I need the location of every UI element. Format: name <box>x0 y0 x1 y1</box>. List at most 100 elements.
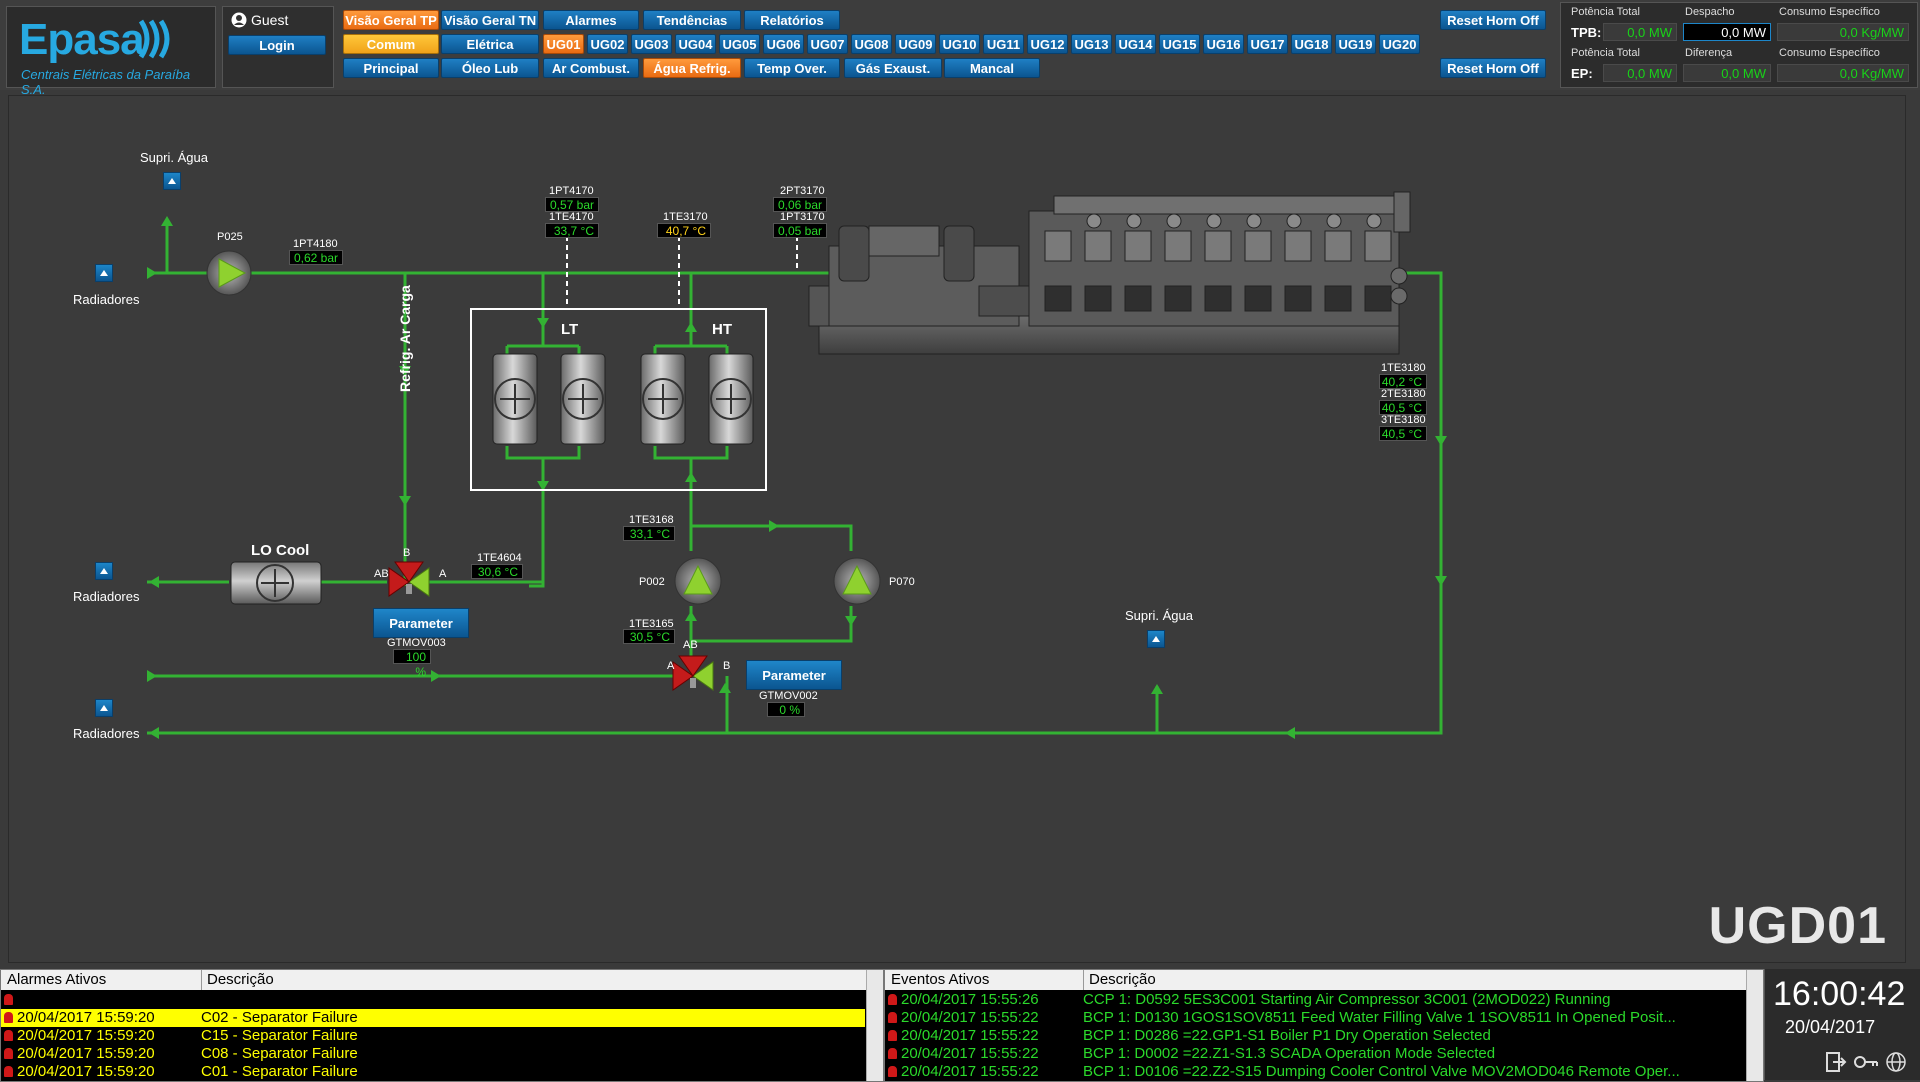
nav-mancal[interactable]: Mancal <box>944 58 1040 78</box>
ug-tab-ug04[interactable]: UG04 <box>675 34 716 54</box>
alarm-time: 20/04/2017 15:59:20 <box>17 1027 155 1044</box>
ug-tab-ug09[interactable]: UG09 <box>895 34 936 54</box>
nav-alarmes[interactable]: Alarmes <box>543 10 639 30</box>
event-bell-icon <box>888 1030 897 1041</box>
header-bar: Epasa Centrais Elétricas da Paraíba S.A.… <box>0 0 1920 97</box>
ug-tab-ug08[interactable]: UG08 <box>851 34 892 54</box>
parameter-button-gtmov002[interactable]: Parameter <box>746 660 842 690</box>
user-name: Guest <box>251 12 289 28</box>
active-events-grid[interactable]: Eventos Ativos Descrição 20/04/2017 15:5… <box>884 969 1764 1082</box>
ug-tab-ug10[interactable]: UG10 <box>939 34 980 54</box>
ug-tab-ug19[interactable]: UG19 <box>1335 34 1376 54</box>
sensor-1te3165-tag: 1TE3165 <box>629 618 674 630</box>
globe-icon[interactable] <box>1885 1051 1907 1073</box>
valve2-port-a: A <box>667 660 675 672</box>
power-stats-panel: Potência Total Despacho Consumo Específi… <box>1560 2 1918 88</box>
events-col-description: Descrição <box>1089 971 1156 988</box>
event-bell-icon <box>888 1012 897 1023</box>
pump-p002 <box>674 557 722 605</box>
ug-tab-ug17[interactable]: UG17 <box>1247 34 1288 54</box>
ug-tab-ug05[interactable]: UG05 <box>719 34 760 54</box>
radiator-label-1: Radiadores <box>73 292 140 307</box>
login-button[interactable]: Login <box>228 35 326 55</box>
sensor-2pt3170-value: 0,06 bar <box>773 197 827 212</box>
ug-tab-ug01[interactable]: UG01 <box>543 34 584 54</box>
event-time: 20/04/2017 15:55:22 <box>901 1027 1039 1044</box>
ug-tab-ug11[interactable]: UG11 <box>983 34 1024 54</box>
ug-tab-ug20[interactable]: UG20 <box>1379 34 1420 54</box>
ug-tab-ug03[interactable]: UG03 <box>631 34 672 54</box>
nav-relat-rios[interactable]: Relatórios <box>744 10 840 30</box>
event-time: 20/04/2017 15:55:22 <box>901 1009 1039 1026</box>
sensor-1pt3170-tag: 1PT3170 <box>780 211 825 223</box>
event-bell-icon <box>888 1048 897 1059</box>
specific-consumption-value-2: 0,0 Kg/MW <box>1777 64 1909 82</box>
radiator-button-3[interactable] <box>95 699 113 717</box>
sensor-1te3168-value: 33,1 °C <box>623 526 675 541</box>
clock-time: 16:00:42 <box>1773 975 1906 1013</box>
alarm-description: C08 - Separator Failure <box>201 1045 358 1062</box>
sensor-1pt4170-tag: 1PT4170 <box>549 185 594 197</box>
nav--gua-refrig-[interactable]: Água Refrig. <box>643 58 741 78</box>
nav-vis-o-geral-tp[interactable]: Visão Geral TP <box>343 10 439 30</box>
valve-gtmov003-tag: GTMOV003 <box>387 637 446 649</box>
nav-eletrica[interactable]: Elétrica <box>441 34 539 54</box>
radiator-button-1[interactable] <box>95 264 113 282</box>
nav-temp-over-[interactable]: Temp Over. <box>744 58 840 78</box>
ug-tab-ug12[interactable]: UG12 <box>1027 34 1068 54</box>
pump-p025-label: P025 <box>217 231 243 243</box>
water-supply-button-1[interactable] <box>163 172 181 190</box>
lt-cooler-1 <box>492 353 538 445</box>
tpb-value: 0,0 MW <box>1603 23 1677 41</box>
alarms-scrollbar[interactable] <box>866 970 883 1081</box>
ep-value: 0,0 MW <box>1603 64 1677 82</box>
specific-consumption-value-1: 0,0 Kg/MW <box>1777 23 1909 41</box>
reset-horn-off-button-bottom[interactable]: Reset Horn Off <box>1440 58 1546 78</box>
logo-subtitle: Centrais Elétricas da Paraíba S.A. <box>21 67 191 97</box>
ug-tab-ug06[interactable]: UG06 <box>763 34 804 54</box>
ug-tab-ug14[interactable]: UG14 <box>1115 34 1156 54</box>
lo-cooler <box>230 561 322 605</box>
reset-horn-off-button-top[interactable]: Reset Horn Off <box>1440 10 1546 30</box>
nav--leo-lub[interactable]: Óleo Lub <box>441 58 539 78</box>
ug-tab-ug02[interactable]: UG02 <box>587 34 628 54</box>
ug-tab-ug18[interactable]: UG18 <box>1291 34 1332 54</box>
logout-icon[interactable] <box>1825 1051 1847 1073</box>
alarm-description: C15 - Separator Failure <box>201 1027 358 1044</box>
alarm-row[interactable] <box>1 991 865 1009</box>
sensor-1pt4180-tag: 1PT4180 <box>293 238 338 250</box>
alarm-bell-icon <box>4 994 13 1005</box>
nav-ar-combust-[interactable]: Ar Combust. <box>543 58 639 78</box>
ug-tab-ug13[interactable]: UG13 <box>1071 34 1112 54</box>
parameter-button-gtmov003[interactable]: Parameter <box>373 608 469 638</box>
nav-vis-o-geral-tn[interactable]: Visão Geral TN <box>441 10 539 30</box>
key-icon[interactable] <box>1853 1051 1879 1073</box>
nav-comum[interactable]: Comum <box>343 34 439 54</box>
ug-tab-ug15[interactable]: UG15 <box>1159 34 1200 54</box>
event-time: 20/04/2017 15:55:26 <box>901 991 1039 1008</box>
nav-g-s-exaust-[interactable]: Gás Exaust. <box>844 58 942 78</box>
water-supply-button-2[interactable] <box>1147 630 1165 648</box>
alarm-description: C02 - Separator Failure <box>201 1009 358 1026</box>
alarm-row[interactable]: 20/04/2017 15:59:20 C15 - Separator Failu… <box>1 1027 865 1045</box>
radiator-button-2[interactable] <box>95 562 113 580</box>
sensor-1pt3170-value: 0,05 bar <box>773 223 827 238</box>
sensor-1te4604-tag: 1TE4604 <box>477 552 522 564</box>
nav-tend-ncias[interactable]: Tendências <box>643 10 741 30</box>
lt-label: LT <box>561 321 579 338</box>
ht-cooler-1 <box>640 353 686 445</box>
ug-tab-ug16[interactable]: UG16 <box>1203 34 1244 54</box>
active-alarms-grid[interactable]: Alarmes Ativos Descrição 20/04/2017 15:5… <box>0 969 884 1082</box>
ug-tab-ug07[interactable]: UG07 <box>807 34 848 54</box>
radiator-label-2: Radiadores <box>73 589 140 604</box>
events-scrollbar[interactable] <box>1746 970 1763 1081</box>
nav-principal[interactable]: Principal <box>343 58 439 78</box>
